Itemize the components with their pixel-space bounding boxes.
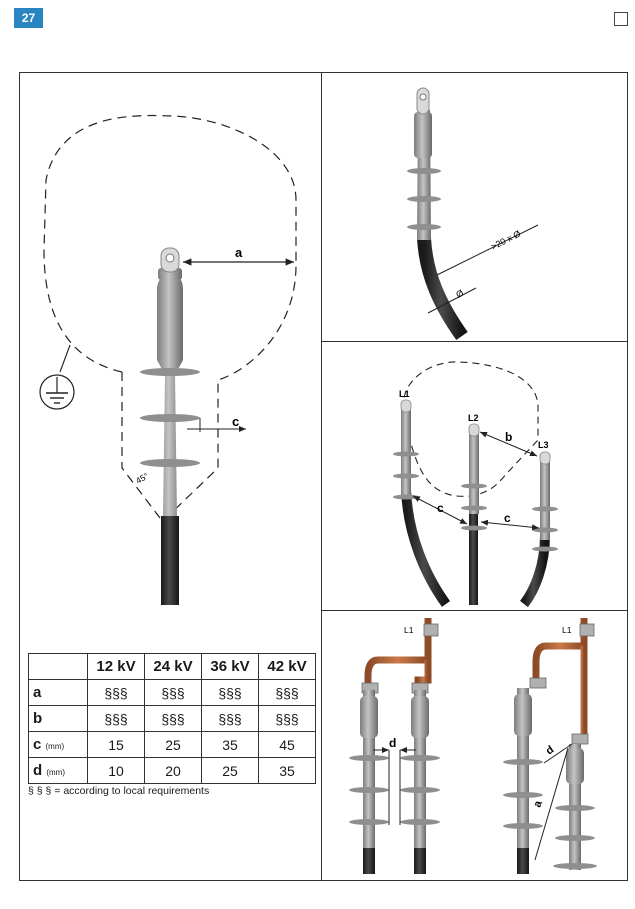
table-cell: 10 bbox=[87, 757, 145, 784]
table-row: a §§§ §§§ §§§ §§§ bbox=[28, 679, 316, 706]
row-header: a bbox=[28, 679, 88, 706]
dim-b-label: b bbox=[505, 430, 512, 444]
clearance-table: 12 kV 24 kV 36 kV 42 kV a §§§ §§§ §§§ §§… bbox=[28, 653, 316, 784]
table-cell: 35 bbox=[258, 757, 316, 784]
done-checkbox[interactable] bbox=[614, 12, 628, 26]
table-cell: 35 bbox=[201, 731, 259, 758]
table-row: b §§§ §§§ §§§ §§§ bbox=[28, 705, 316, 732]
dim-a-label-busbar: a bbox=[531, 799, 545, 809]
panel-divider-1 bbox=[321, 341, 628, 343]
dim-c-label: c bbox=[232, 414, 239, 429]
table-cell: 15 bbox=[87, 731, 145, 758]
page-number-badge: 27 bbox=[14, 8, 43, 28]
ground-icon bbox=[39, 374, 75, 410]
row-header: b bbox=[28, 705, 88, 732]
phase-l2-label: L2 bbox=[468, 413, 479, 423]
dim-c-label-left: c bbox=[437, 501, 444, 515]
panel-3-three-phase: L1 L2 L3 b c c bbox=[393, 361, 558, 608]
dim-d-label-left: d bbox=[389, 736, 396, 750]
panel-1-clearance: a c 45° bbox=[39, 114, 297, 605]
table-corner-cell bbox=[28, 653, 88, 680]
table-cell: 20 bbox=[144, 757, 202, 784]
table-footnote: § § § = according to local requirements bbox=[28, 785, 210, 797]
panel-2-bending-radius: >20 x Ø Ø bbox=[407, 87, 539, 341]
angle-label: 45° bbox=[134, 471, 150, 486]
table-cell: §§§ bbox=[201, 679, 259, 706]
table-cell: §§§ bbox=[201, 705, 259, 732]
table-cell: §§§ bbox=[87, 705, 145, 732]
table-cell: §§§ bbox=[144, 705, 202, 732]
dim-c-label-right: c bbox=[504, 511, 511, 525]
row-header: d (mm) bbox=[28, 757, 88, 784]
table-header-row: 12 kV 24 kV 36 kV 42 kV bbox=[28, 653, 316, 680]
diameter-label: Ø bbox=[454, 288, 465, 300]
panel-4-busbar: L1 d L1 d bbox=[349, 618, 597, 874]
phase-l3-label: L3 bbox=[538, 440, 549, 450]
table-cell: §§§ bbox=[258, 705, 316, 732]
bend-radius-label: >20 x Ø bbox=[489, 228, 522, 251]
row-header: c (mm) bbox=[28, 731, 88, 758]
table-cell: 45 bbox=[258, 731, 316, 758]
column-header: 36 kV bbox=[201, 653, 259, 680]
column-header: 24 kV bbox=[144, 653, 202, 680]
table-cell: §§§ bbox=[144, 679, 202, 706]
panel-divider-2 bbox=[321, 610, 628, 612]
table-cell: §§§ bbox=[258, 679, 316, 706]
dim-a-label: a bbox=[235, 245, 243, 260]
panel-divider-vertical bbox=[321, 72, 323, 881]
figure-frame bbox=[19, 72, 628, 881]
phase-l1-label: L1 bbox=[399, 389, 410, 399]
table-cell: §§§ bbox=[87, 679, 145, 706]
busbar-phase-l1-label-left: L1 bbox=[404, 625, 414, 635]
column-header: 42 kV bbox=[258, 653, 316, 680]
table-row: d (mm) 10 20 25 35 bbox=[28, 757, 316, 784]
column-header: 12 kV bbox=[87, 653, 145, 680]
table-row: c (mm) 15 25 35 45 bbox=[28, 731, 316, 758]
table-cell: 25 bbox=[144, 731, 202, 758]
table-cell: 25 bbox=[201, 757, 259, 784]
busbar-phase-l1-label-right: L1 bbox=[562, 625, 572, 635]
